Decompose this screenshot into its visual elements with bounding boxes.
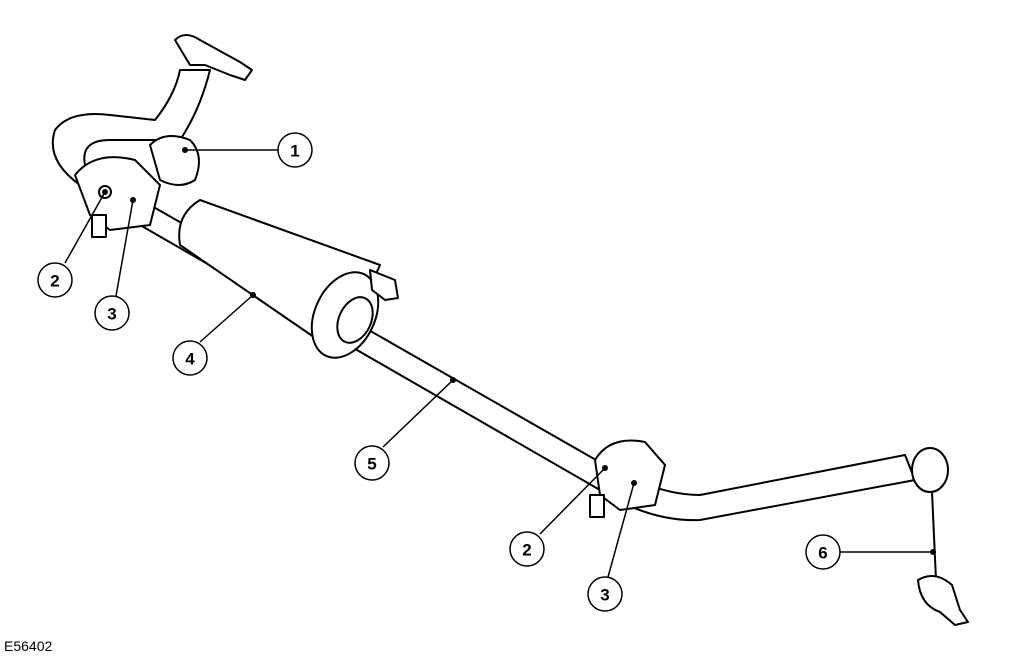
lower-link-bottom-joint (917, 575, 969, 626)
left-clamp (74, 156, 161, 231)
callout-3-left: 3 (107, 305, 116, 324)
callout-1-circle (277, 132, 313, 168)
callout-2-right-circle (509, 531, 545, 567)
leader-dot-5 (450, 377, 456, 383)
callout-2-left-circle (37, 262, 73, 298)
callout-6-circle (805, 534, 841, 570)
callout-4: 4 (185, 350, 195, 369)
callout-2-left: 2 (50, 272, 59, 291)
leader-line-3-left (115, 199, 134, 297)
callout-4-circle (172, 340, 208, 376)
leader-dot-3-right (631, 480, 637, 486)
leader-line-5 (382, 379, 454, 448)
callout-5: 5 (367, 455, 376, 474)
damper-clamp (369, 269, 399, 301)
leader-line-4 (199, 294, 254, 343)
leader-dot-4 (250, 292, 256, 298)
callout-3-right-circle (587, 576, 623, 612)
leader-line-3-right (607, 482, 635, 578)
left-clamp-bolt (91, 214, 107, 238)
callout-2-right: 2 (522, 541, 531, 560)
leader-dot-6 (930, 549, 936, 555)
callout-1: 1 (290, 142, 299, 161)
right-clamp-bolt (589, 494, 605, 518)
leader-line-2-right (539, 467, 606, 535)
callout-5-circle (354, 445, 390, 481)
callout-6: 6 (818, 544, 827, 563)
upper-link (174, 34, 253, 81)
right-clamp (594, 439, 666, 511)
callout-3-right: 3 (600, 586, 609, 605)
leader-dot-1 (182, 147, 188, 153)
upper-link-bushing (149, 135, 200, 186)
damper-end-inner (336, 296, 374, 344)
callout-3-left-circle (94, 295, 130, 331)
lower-link-rod (931, 491, 937, 581)
lower-link-top-joint (911, 447, 949, 493)
stabilizer-bar-left-bend (51, 69, 211, 186)
leader-dot-3-left (130, 197, 136, 203)
leader-dot-2-right (602, 465, 608, 471)
leader-line-2-left (64, 191, 106, 264)
leader-dot-2-left (102, 189, 108, 195)
figure-id: E56402 (4, 638, 53, 654)
